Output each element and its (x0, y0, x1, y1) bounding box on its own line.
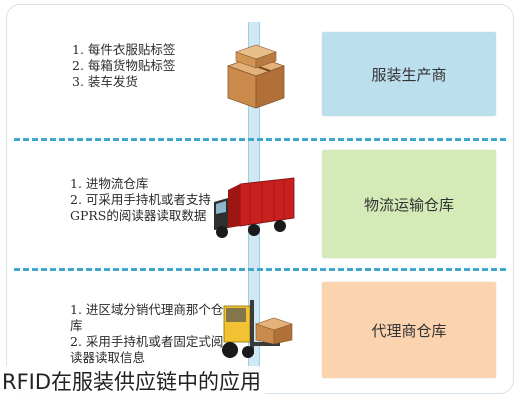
cargo-truck-illustration (214, 177, 295, 238)
stage-box-fill (322, 150, 496, 258)
box-icon (235, 44, 277, 69)
stage-box-fill (322, 32, 496, 116)
stage-box-fill (322, 282, 496, 378)
stage-divider (14, 268, 506, 271)
stage-1-steps: 1. 每件衣服贴标签 2. 每箱货物贴标签 3. 装车发货 (72, 42, 222, 90)
cardboard-boxes-illustration (226, 44, 286, 109)
stage-box-manufacturer: 服装生产商 (322, 32, 496, 116)
stage-divider (14, 138, 506, 141)
step-item: 2. 采用手持机或者固定式阅读器读取信息 (70, 334, 224, 365)
step-item: 1. 进区域分销代理商那个仓库 (70, 302, 224, 333)
stage-box-agent-warehouse: 代理商仓库 (322, 282, 496, 378)
step-item: 2. 每箱货物贴标签 (72, 58, 176, 73)
stage-title: 服装生产商 (371, 65, 447, 84)
step-item: 1. 进物流仓库 (70, 176, 149, 191)
stage-2-steps: 1. 进物流仓库 2. 可采用手持机或者支持GPRS的阅读器读取数据 (70, 176, 228, 224)
box-icon (226, 55, 286, 109)
stage-title: 物流运输仓库 (363, 195, 454, 214)
forklift-illustration (222, 300, 293, 358)
stage-box-logistics: 物流运输仓库 (322, 150, 496, 258)
box-icon (255, 317, 293, 345)
step-item: 2. 可采用手持机或者支持GPRS的阅读器读取数据 (70, 192, 211, 223)
stage-title: 代理商仓库 (371, 321, 447, 340)
figure-caption: RFID在服装供应链中的应用 (2, 366, 266, 396)
step-item: 1. 每件衣服贴标签 (72, 42, 176, 57)
stage-3-steps: 1. 进区域分销代理商那个仓库 2. 采用手持机或者固定式阅读器读取信息 (70, 302, 226, 366)
truck-icon (214, 177, 295, 238)
forklift-icon (222, 300, 280, 358)
step-item: 3. 装车发货 (72, 74, 138, 89)
